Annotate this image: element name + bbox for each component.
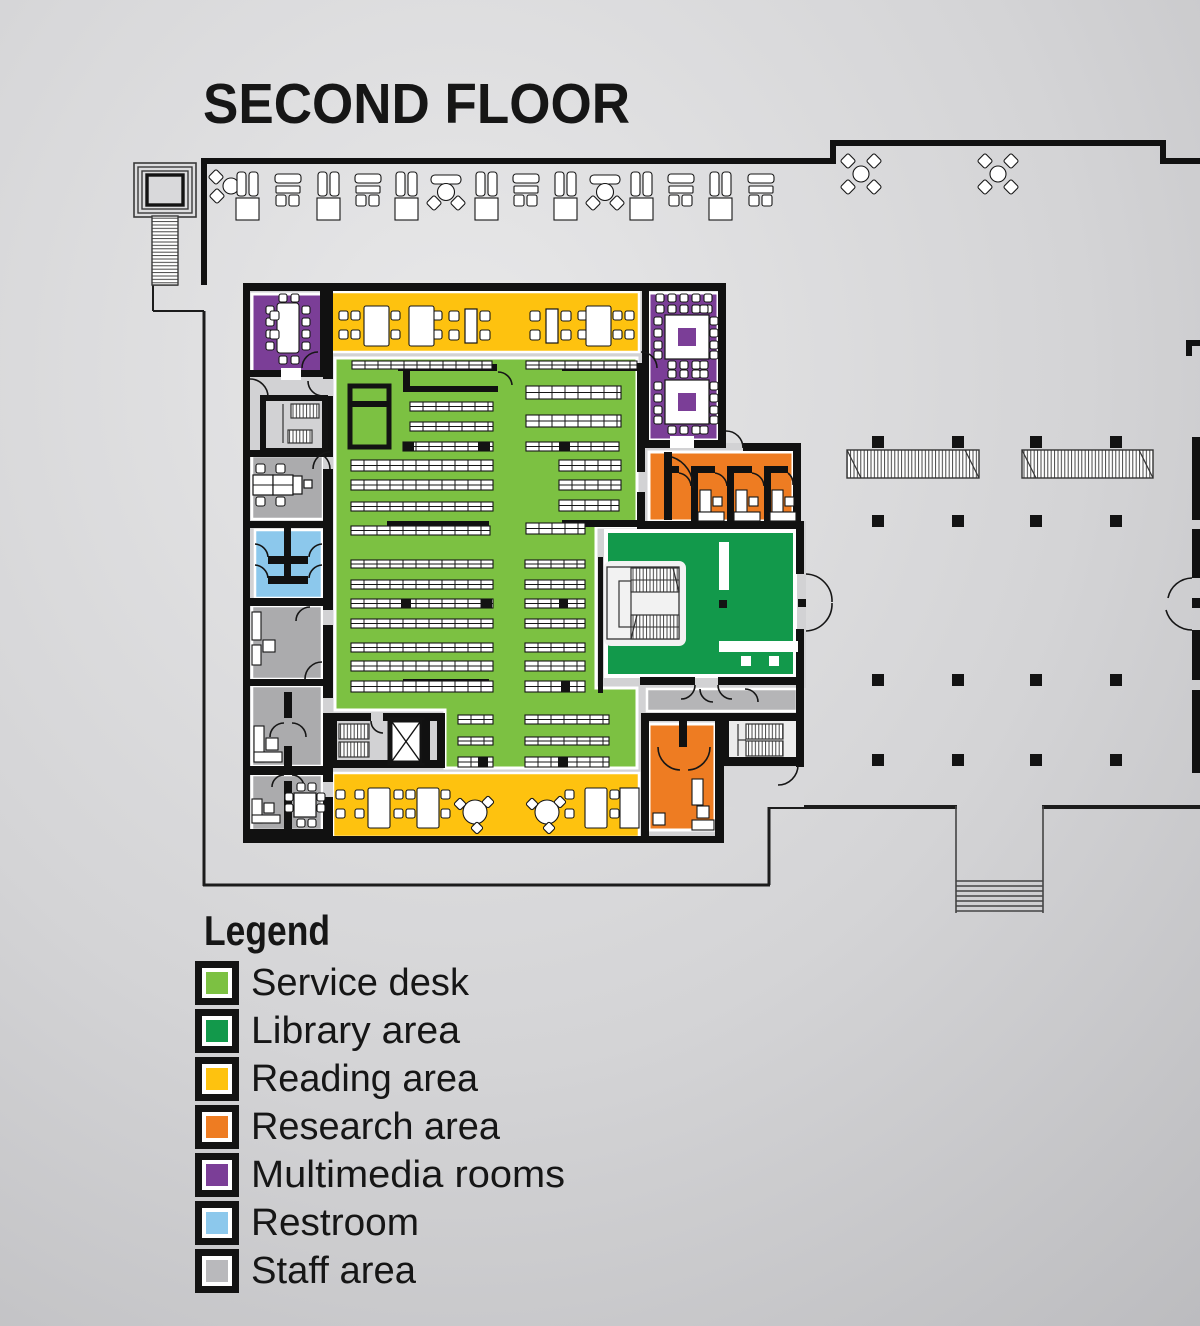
svg-text:Multimedia rooms: Multimedia rooms	[251, 1154, 565, 1196]
svg-text:Service desk: Service desk	[251, 962, 470, 1004]
svg-text:Staff area: Staff area	[251, 1250, 417, 1292]
svg-text:SECOND FLOOR: SECOND FLOOR	[203, 72, 630, 136]
svg-text:Legend: Legend	[204, 907, 330, 954]
svg-text:Library area: Library area	[251, 1010, 461, 1052]
svg-text:Reading area: Reading area	[251, 1058, 479, 1100]
svg-text:Research area: Research area	[251, 1106, 501, 1148]
svg-text:Restroom: Restroom	[251, 1202, 419, 1244]
